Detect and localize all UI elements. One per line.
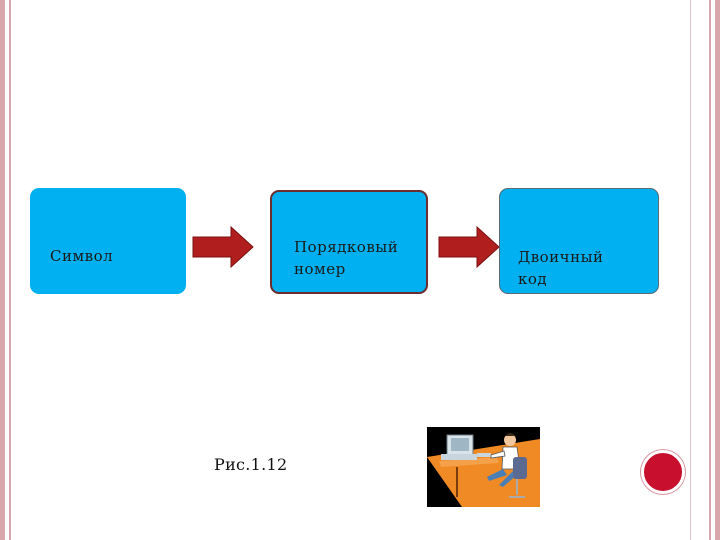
symbol-label: Символ <box>50 247 114 265</box>
ordinal-number-box: Порядковый номер <box>270 190 428 294</box>
ordinal-number-label: Порядковый номер <box>294 238 399 278</box>
frame-left-inner-line <box>9 0 11 540</box>
arrow-right-icon <box>192 225 254 269</box>
binary-code-box: Двоичный код <box>499 188 659 294</box>
binary-code-label: Двоичный код <box>518 248 604 288</box>
figure-caption: Рис.1.12 <box>214 455 288 474</box>
frame-left-outer-line <box>0 0 5 540</box>
frame-right-thin-line <box>690 0 691 540</box>
symbol-box: Символ <box>30 188 186 294</box>
frame-right-inner-line <box>709 0 711 540</box>
arrow-right-icon <box>438 225 500 269</box>
person-at-computer-icon <box>427 427 540 507</box>
frame-right-outer-line <box>715 0 720 540</box>
nav-circle-button[interactable] <box>641 450 685 494</box>
